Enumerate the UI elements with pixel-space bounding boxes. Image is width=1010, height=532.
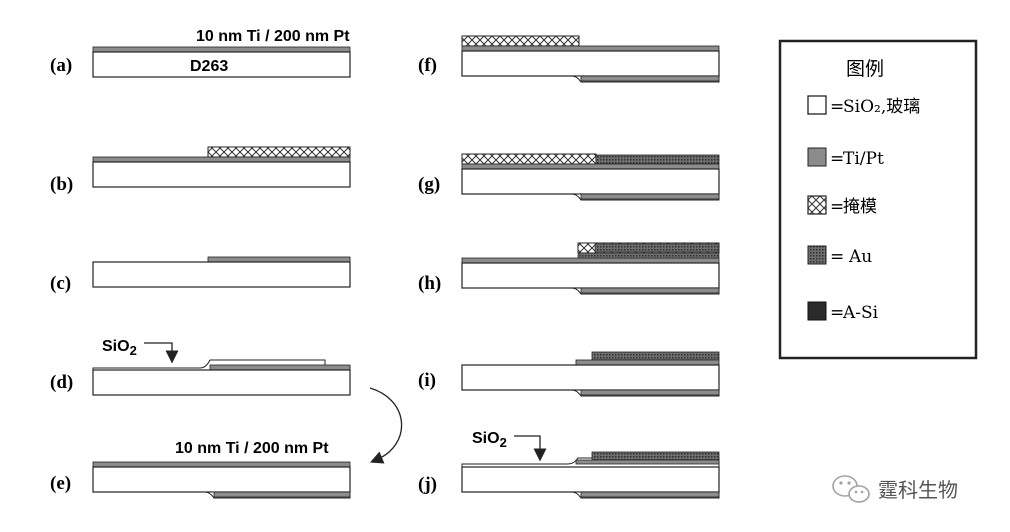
legend-label-tipt: Ti/Pt: [843, 149, 884, 169]
tipt-layer: [580, 193, 720, 200]
glass-substrate: [461, 364, 720, 391]
step-i: (i): [418, 351, 720, 397]
legend-swatch-mask: [807, 195, 827, 215]
legend-title: 图例: [846, 58, 884, 80]
glass-substrate: [92, 261, 351, 288]
glass-substrate: [461, 50, 720, 77]
arrow: [514, 435, 547, 462]
glass-substrate: [92, 466, 351, 493]
legend-label-mask: 掩模: [843, 197, 877, 217]
step-e: (e): [50, 461, 351, 499]
au-layer: [591, 351, 720, 361]
step-label-f: (f): [418, 55, 437, 76]
legend-swatch-asi: [807, 301, 827, 321]
watermark: 霆科生物: [832, 475, 958, 503]
legend-label-au: Au: [848, 247, 872, 267]
au-layer: [591, 451, 720, 461]
glass-substrate: [461, 466, 720, 493]
step-a: (a) D263: [50, 46, 351, 78]
sio2-label-d: SiO2: [102, 338, 137, 358]
step-label-h: (h): [418, 273, 441, 294]
tipt-layer: [575, 359, 720, 366]
glass-substrate: [92, 369, 351, 396]
step-h: (h): [418, 242, 720, 295]
tipt-layer: [461, 163, 720, 170]
au-layer: [594, 243, 720, 253]
step-label-a: (a): [50, 55, 72, 76]
tipt-layer: [580, 287, 720, 294]
glass-substrate: [461, 168, 720, 195]
watermark-text: 霆科生物: [878, 478, 958, 502]
mask-layer: [461, 153, 597, 165]
legend-prefix: =: [830, 303, 844, 323]
tipt-layer: [209, 364, 351, 371]
bottom-caption: 10 nm Ti / 200 nm Pt: [175, 440, 329, 457]
glass-substrate: [92, 51, 351, 78]
step-label-g: (g): [418, 174, 440, 195]
top-caption: 10 nm Ti / 200 nm Pt: [196, 28, 350, 45]
legend-label-asi: A-Si: [842, 303, 879, 323]
glass-substrate: [461, 262, 720, 289]
tipt-layer: [92, 156, 351, 163]
substrate-label: D263: [190, 58, 228, 75]
step-label-j: (j): [418, 474, 437, 495]
tipt-layer: [461, 257, 720, 264]
step-label-d: (d): [50, 372, 73, 393]
step-label-i: (i): [418, 370, 436, 391]
step-b: (b): [50, 146, 351, 195]
mask-layer: [207, 146, 351, 158]
tipt-layer: [580, 75, 720, 82]
mask-layer: [461, 35, 580, 47]
tipt-layer: [213, 491, 351, 498]
legend-swatch-glass: [807, 95, 827, 115]
arrow: [144, 342, 179, 364]
tipt-layer: [92, 46, 351, 53]
wechat-icon: [832, 475, 870, 503]
step-d: (d) SiO2: [50, 338, 351, 396]
step-label-c: (c): [50, 273, 71, 294]
legend-prefix: =: [830, 247, 844, 267]
step-j: (j) SiO2: [418, 430, 720, 499]
legend-label-glass: SiO₂,玻璃: [843, 97, 920, 117]
step-label-b: (b): [50, 174, 73, 195]
legend-prefix: =: [830, 197, 844, 217]
legend-swatch-tipt: [807, 147, 827, 167]
au-layer: [577, 252, 720, 259]
tipt-layer: [207, 256, 351, 263]
step-g: (g): [418, 153, 720, 201]
step-label-e: (e): [50, 473, 71, 494]
tipt-layer: [92, 461, 351, 468]
tipt-layer: [461, 45, 720, 52]
step-c: (c): [50, 256, 351, 294]
tipt-layer: [580, 389, 720, 396]
step-f: (f): [418, 35, 720, 83]
tipt-layer: [580, 491, 720, 498]
glass-substrate: [92, 161, 351, 188]
legend-swatch-au: [807, 245, 827, 265]
tipt-layer: [575, 459, 720, 465]
au-layer: [595, 154, 720, 165]
legend-prefix: =: [830, 149, 844, 169]
sio2-label-j: SiO2: [472, 430, 507, 450]
legend-prefix: =: [830, 97, 844, 117]
curved-arrow: [369, 387, 403, 464]
legend: 图例 = SiO₂,玻璃 = Ti/Pt = 掩模 = Au = A-Si: [778, 39, 978, 360]
